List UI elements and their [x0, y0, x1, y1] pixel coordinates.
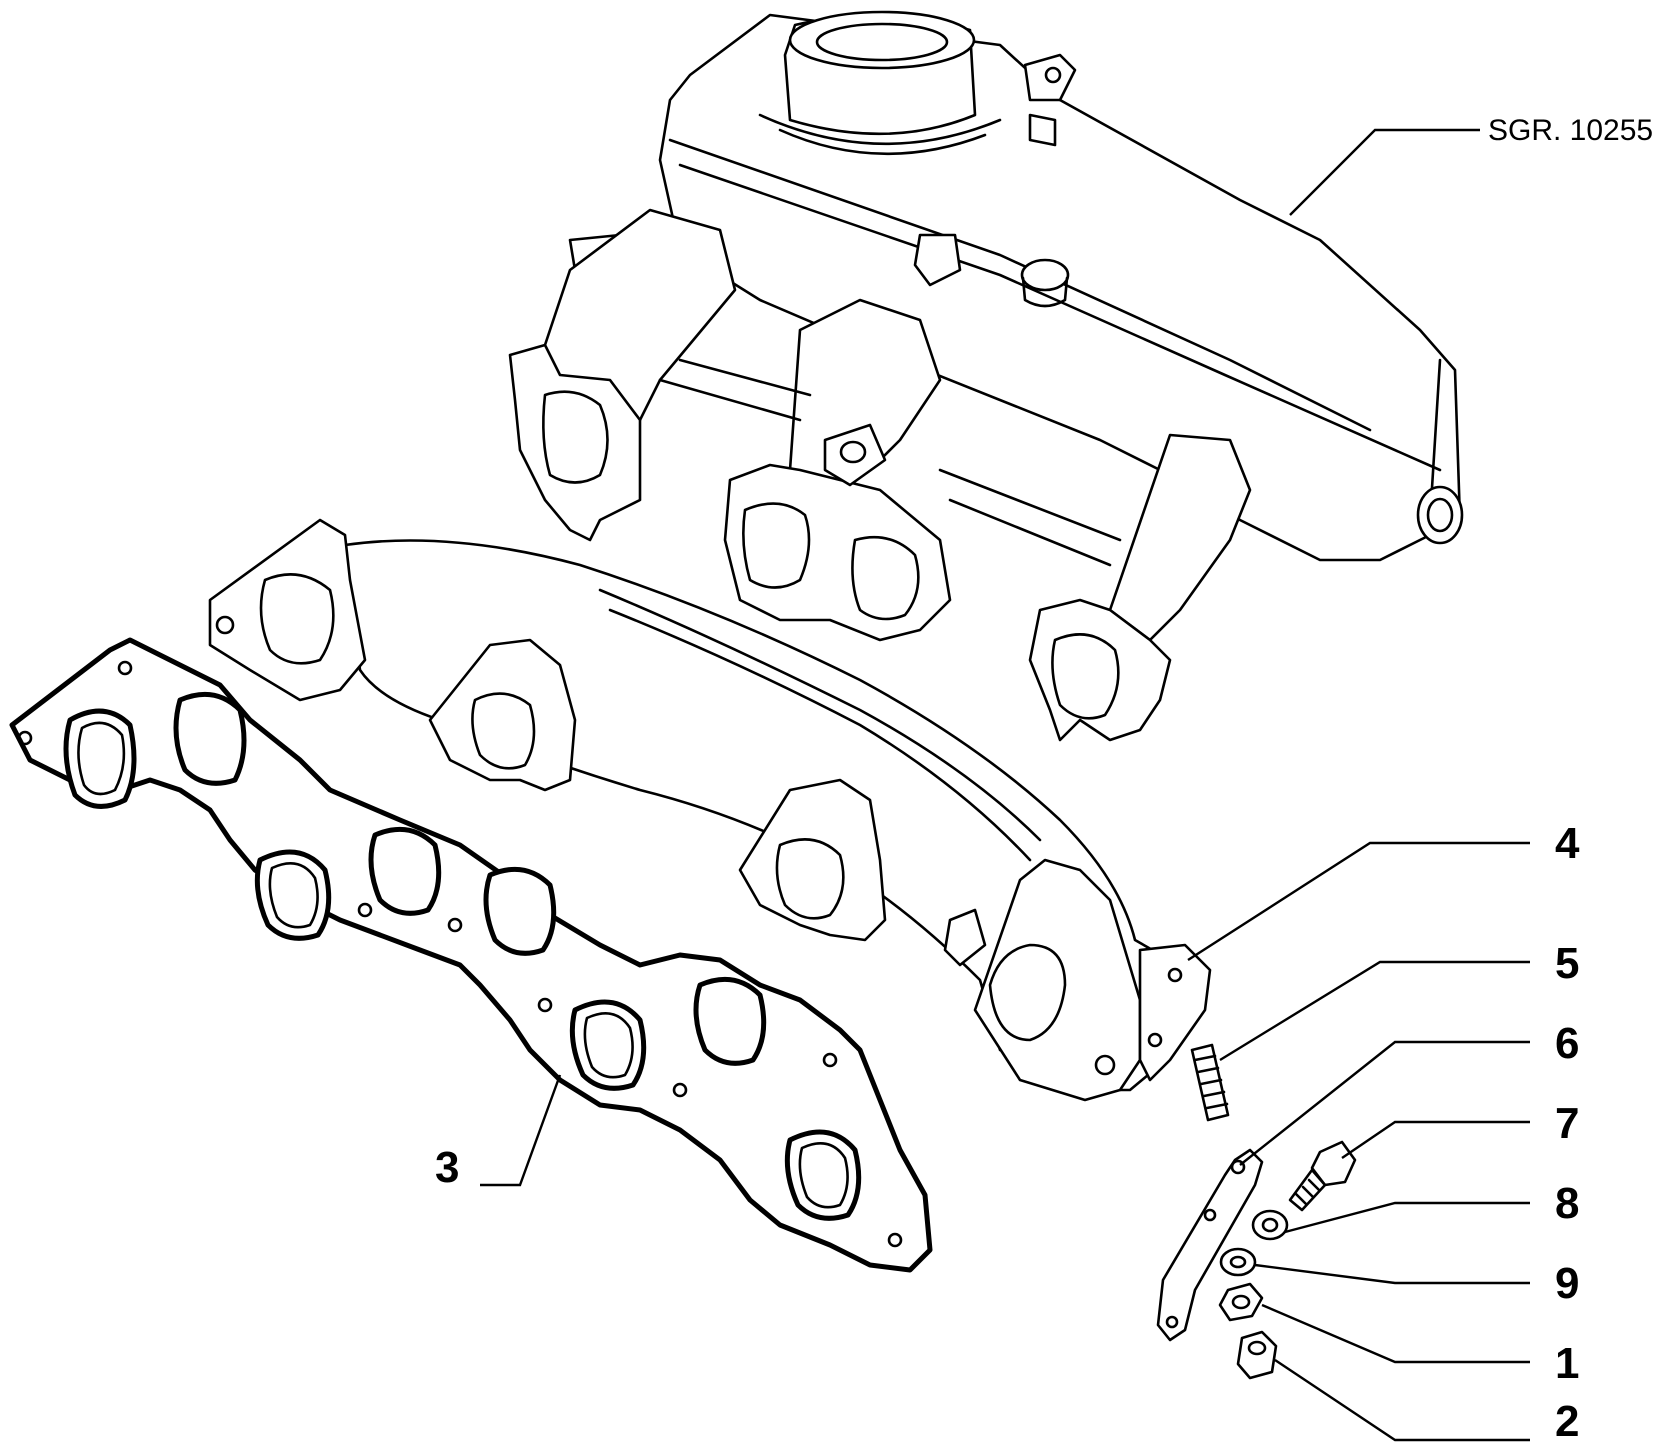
- leader-2: [1274, 1359, 1530, 1442]
- callout-5: 5: [1555, 939, 1579, 988]
- nut: [1236, 1330, 1278, 1380]
- spring-washer: [1219, 1247, 1257, 1277]
- support-bracket: [1156, 1148, 1264, 1342]
- leader-5: [1219, 960, 1530, 1062]
- washer: [1251, 1209, 1289, 1241]
- leader-1: [1261, 1303, 1530, 1364]
- intake-manifold: [508, 10, 1464, 742]
- callout-7: 7: [1555, 1099, 1579, 1148]
- callout-6: 6: [1555, 1019, 1579, 1068]
- leader-3: [480, 1074, 562, 1187]
- leader-ref: [1289, 128, 1480, 216]
- leader-6: [1239, 1040, 1530, 1166]
- manifold-gasket: [9, 637, 933, 1273]
- drawing-reference: SGR. 10255: [1488, 114, 1653, 147]
- leader-lines: [480, 128, 1530, 1442]
- lock-nut: [1218, 1282, 1264, 1322]
- callout-3: 3: [435, 1143, 459, 1192]
- callout-4: 4: [1555, 819, 1580, 868]
- leader-4: [1187, 841, 1530, 962]
- bolt: [1288, 1140, 1357, 1212]
- exhaust-manifold: [208, 518, 1212, 1102]
- callout-1: 1: [1555, 1339, 1579, 1388]
- callout-9: 9: [1555, 1259, 1579, 1308]
- callout-8: 8: [1555, 1179, 1579, 1228]
- stud: [1190, 1043, 1230, 1122]
- leader-8: [1284, 1201, 1530, 1234]
- callout-2: 2: [1555, 1397, 1579, 1442]
- leader-9: [1254, 1263, 1530, 1285]
- leader-7: [1341, 1120, 1530, 1159]
